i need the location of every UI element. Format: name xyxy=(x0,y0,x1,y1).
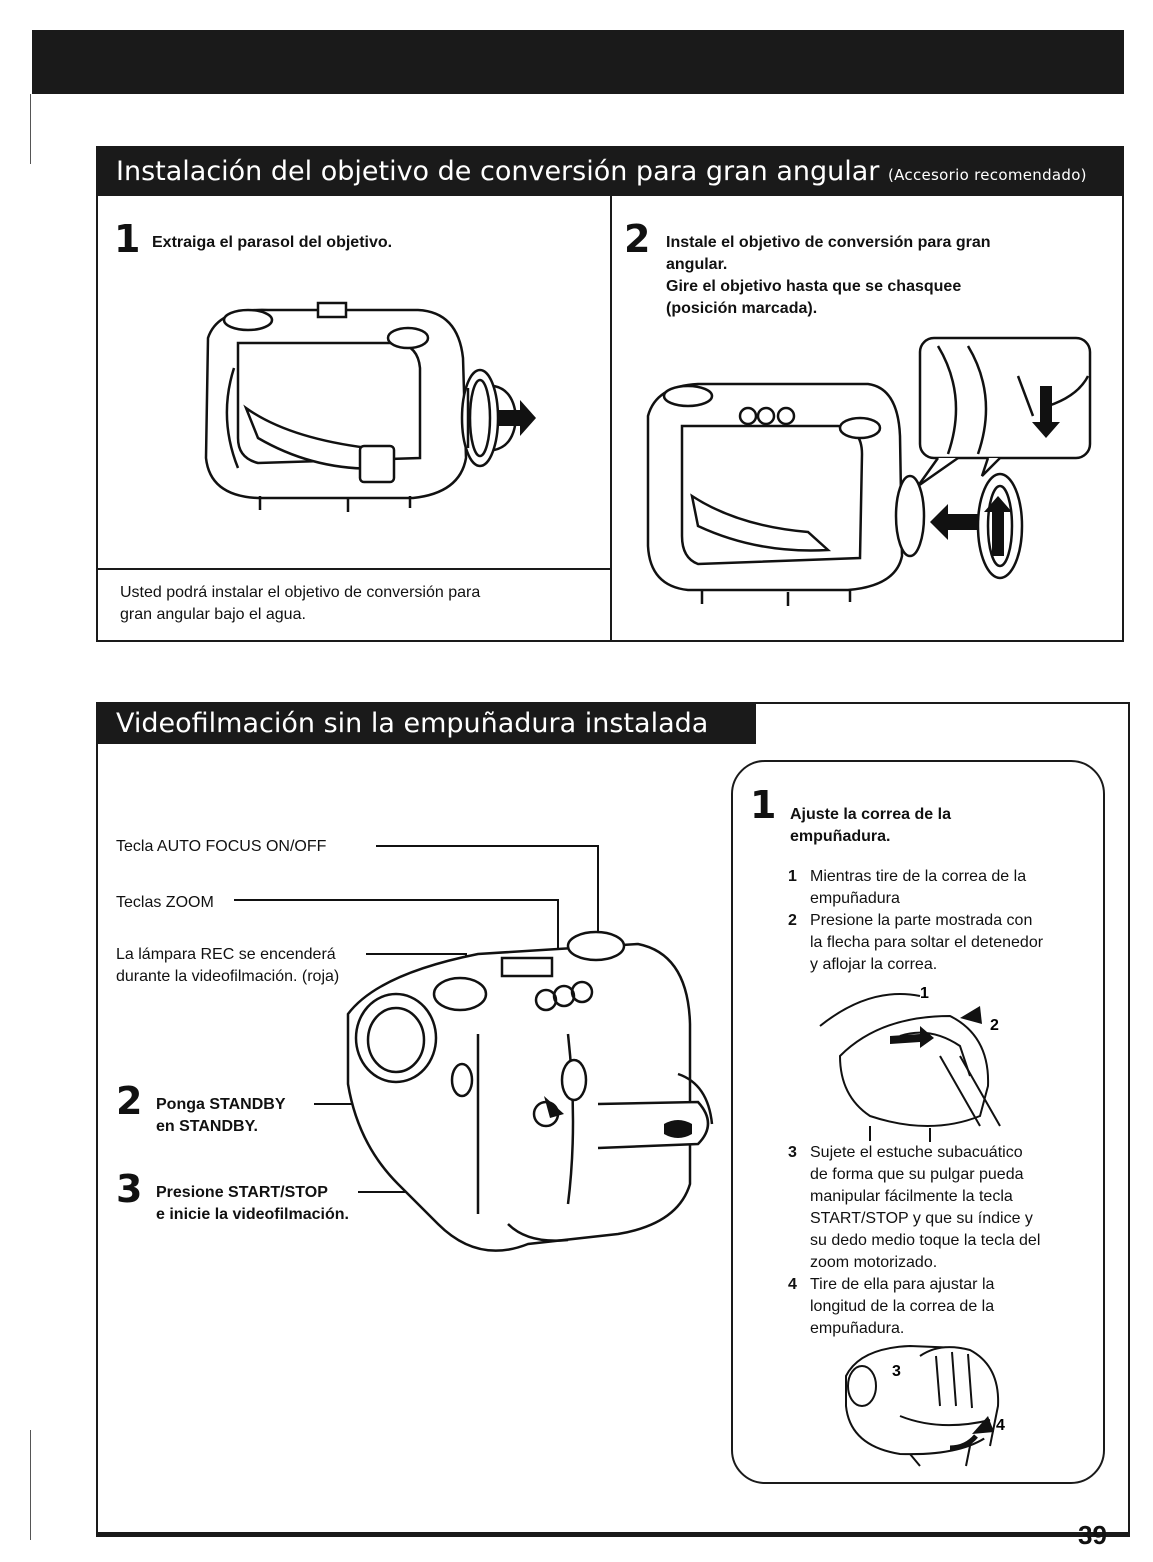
step-text: en STANDBY. xyxy=(156,1118,258,1135)
step-text: Ponga STANDBY xyxy=(156,1096,286,1113)
label-auto-focus: Tecla AUTO FOCUS ON/OFF xyxy=(116,838,327,855)
grip-steps-a: 1 Mientras tire de la correa de la empuñ… xyxy=(788,866,1098,976)
list-item: 2 Presione la parte mostrada con la flec… xyxy=(788,912,1044,973)
page-number: 39 xyxy=(1078,1520,1107,1550)
step-text: Gire el objetivo hasta que se chasquee xyxy=(666,278,962,295)
column-divider xyxy=(610,196,612,640)
note-line: gran angular bajo el agua. xyxy=(120,606,306,623)
label-rec-lamp: La lámpara REC se encenderá xyxy=(116,946,336,963)
section-wide-angle-lens: Instalación del objetivo de conversión p… xyxy=(96,146,1124,642)
label-zoom: Teclas ZOOM xyxy=(116,894,214,911)
note-line: Usted podrá instalar el objetivo de conv… xyxy=(120,584,481,601)
grip-hold-illustration: 3 4 xyxy=(845,1344,1005,1467)
note-divider xyxy=(98,568,610,570)
strap-release-illustration: 1 2 xyxy=(819,985,1001,1142)
header-bar xyxy=(32,30,1124,94)
lens-mount-illustration xyxy=(646,336,1092,606)
housing-illustration xyxy=(204,301,536,512)
fig-label: 4 xyxy=(996,1417,1005,1434)
step-text: (posición marcada). xyxy=(666,300,818,317)
step-text: Presione START/STOP xyxy=(156,1184,328,1201)
housing-front-illustration xyxy=(234,845,714,1252)
step-number: 1 xyxy=(750,783,777,827)
fig-label: 1 xyxy=(920,985,929,1002)
step-text: angular. xyxy=(666,256,728,273)
section-title: Instalación del objetivo de conversión p… xyxy=(98,148,1122,196)
list-item: 3 Sujete el estuche subacuático de forma… xyxy=(788,1144,1041,1271)
grip-steps-b: 3 Sujete el estuche subacuático de forma… xyxy=(788,1142,1098,1340)
step-text: empuñadura. xyxy=(790,828,891,845)
list-item: 1 Mientras tire de la correa de la empuñ… xyxy=(788,868,1027,907)
step-text: Instale el objetivo de conversión para g… xyxy=(666,234,991,251)
step-text: e inicie la videofilmación. xyxy=(156,1206,349,1223)
list-item: 4 Tire de ella para ajustar la longitud … xyxy=(788,1276,995,1337)
step-number: 1 xyxy=(114,217,141,261)
fig-label: 3 xyxy=(892,1363,901,1380)
step-number: 2 xyxy=(116,1079,143,1123)
section-title-note: (Accesorio recomendado) xyxy=(887,166,1087,184)
step-text: Extraiga el parasol del objetivo. xyxy=(152,234,393,251)
grip-adjust-callout xyxy=(731,760,1105,1484)
step-number: 2 xyxy=(624,217,651,261)
section-title: Videofilmación sin la empuñadura instala… xyxy=(98,704,756,744)
margin-rule xyxy=(30,94,31,164)
step-text: Ajuste la correa de la xyxy=(790,806,951,823)
margin-rule xyxy=(30,1430,31,1540)
fig-label: 2 xyxy=(990,1017,999,1034)
step-number: 3 xyxy=(116,1167,143,1211)
section-title-main: Instalación del objetivo de conversión p… xyxy=(116,156,880,187)
section-no-grip-recording: Videofilmación sin la empuñadura instala… xyxy=(96,702,1130,1537)
label-rec-lamp: durante la videofilmación. (roja) xyxy=(116,968,340,985)
